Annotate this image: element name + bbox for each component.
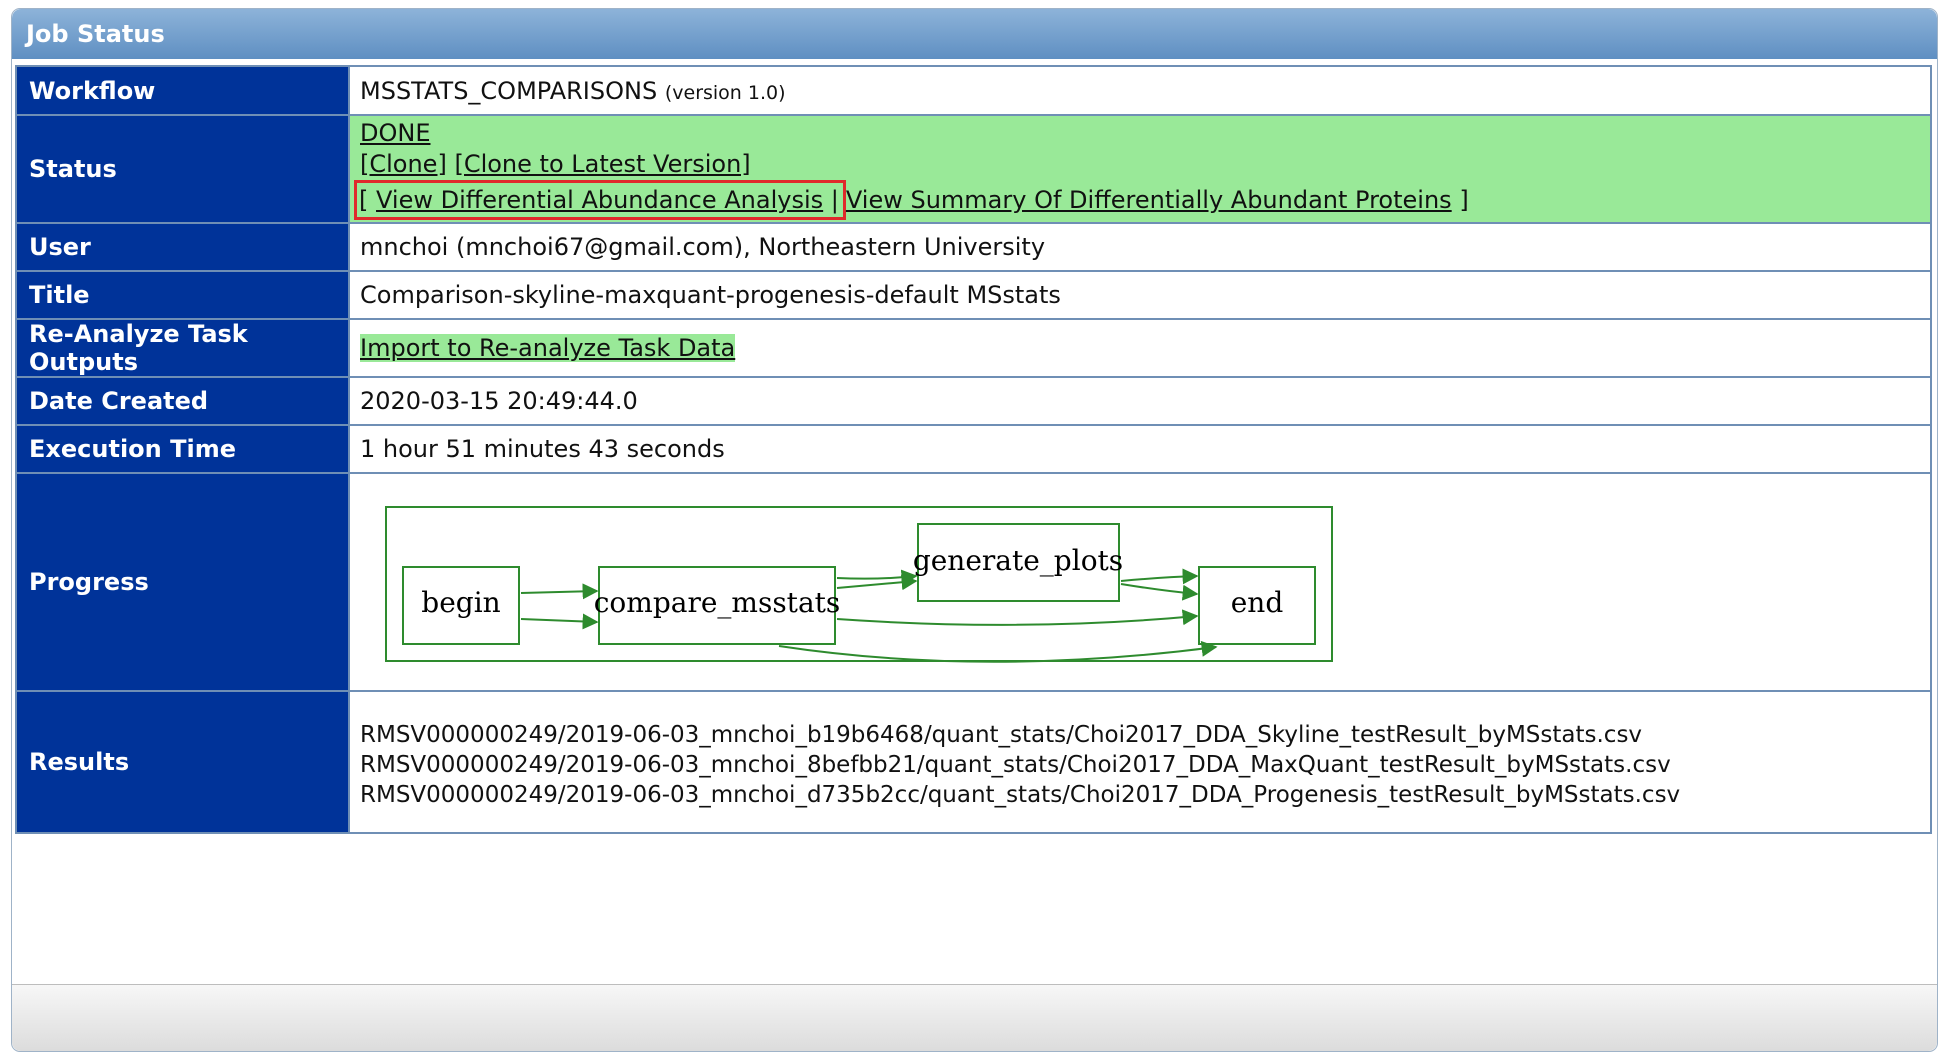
result-file: RMSV000000249/2019-06-03_mnchoi_d735b2cc…	[360, 782, 1681, 808]
panel-footer	[12, 984, 1937, 1051]
graph-frame	[385, 506, 1333, 662]
status-label: Status	[15, 114, 350, 224]
view-summary-proteins-link[interactable]: View Summary Of Differentially Abundant …	[845, 186, 1452, 214]
title-label: Title	[15, 270, 350, 320]
node-end[interactable]: end	[1198, 566, 1316, 645]
node-plots-label: generate_plots	[913, 544, 1123, 577]
node-begin[interactable]: begin	[402, 566, 520, 645]
status-value: DONE [Clone] [Clone to Latest Version] […	[348, 114, 1932, 224]
job-info-table: Workflow MSSTATS_COMPARISONS (version 1.…	[15, 65, 1932, 834]
row-reanalyze: Re-Analyze Task Outputs Import to Re-ana…	[15, 318, 1932, 378]
date-created-label: Date Created	[15, 376, 350, 426]
row-status: Status DONE [Clone] [Clone to Latest Ver…	[15, 114, 1932, 224]
row-execution-time: Execution Time 1 hour 51 minutes 43 seco…	[15, 424, 1932, 474]
row-date-created: Date Created 2020-03-15 20:49:44.0	[15, 376, 1932, 426]
view-differential-abundance-link[interactable]: View Differential Abundance Analysis	[376, 186, 824, 214]
progress-label: Progress	[15, 472, 350, 692]
link-separator: |	[830, 186, 839, 214]
result-file: RMSV000000249/2019-06-03_mnchoi_8befbb21…	[360, 752, 1671, 778]
bracket-open: [	[359, 186, 369, 214]
graph-edges	[520, 568, 1218, 663]
bracket-close: ]	[1459, 186, 1469, 214]
node-generate-plots[interactable]: generate_plots	[913, 523, 1123, 602]
import-reanalyze-link[interactable]: Import to Re-analyze Task Data	[360, 334, 736, 362]
row-title: Title Comparison-skyline-maxquant-progen…	[15, 270, 1932, 320]
node-begin-label: begin	[421, 586, 500, 619]
workflow-label: Workflow	[15, 65, 350, 116]
clone-link[interactable]: [Clone]	[360, 150, 447, 178]
workflow-value: MSSTATS_COMPARISONS (version 1.0)	[348, 65, 1932, 116]
user-label: User	[15, 222, 350, 272]
node-end-label: end	[1231, 586, 1284, 619]
workflow-name: MSSTATS_COMPARISONS	[360, 76, 658, 105]
reanalyze-value: Import to Re-analyze Task Data	[348, 318, 1932, 378]
title-value: Comparison-skyline-maxquant-progenesis-d…	[348, 270, 1932, 320]
row-results: Results RMSV000000249/2019-06-03_mnchoi_…	[15, 690, 1932, 834]
result-file: RMSV000000249/2019-06-03_mnchoi_b19b6468…	[360, 722, 1643, 748]
job-status-panel: Job Status Workflow MSSTATS_COMPARISONS …	[11, 8, 1938, 1052]
workflow-version: (version 1.0)	[664, 81, 786, 104]
date-created-value: 2020-03-15 20:49:44.0	[348, 376, 1932, 426]
row-progress: Progress begin compare_msst	[15, 472, 1932, 692]
user-value: mnchoi (mnchoi67@gmail.com), Northeaster…	[348, 222, 1932, 272]
clone-latest-link[interactable]: [Clone to Latest Version]	[454, 150, 751, 178]
progress-value: begin compare_msstats generate_plots end	[348, 472, 1932, 692]
results-label: Results	[15, 690, 350, 834]
execution-time-label: Execution Time	[15, 424, 350, 474]
reanalyze-label: Re-Analyze Task Outputs	[15, 318, 350, 378]
node-compare-msstats[interactable]: compare_msstats	[594, 566, 841, 645]
panel-title: Job Status	[12, 9, 1937, 59]
node-compare-label: compare_msstats	[594, 586, 841, 619]
results-value: RMSV000000249/2019-06-03_mnchoi_b19b6468…	[348, 690, 1932, 834]
execution-time-value: 1 hour 51 minutes 43 seconds	[348, 424, 1932, 474]
highlight-box: [ View Differential Abundance Analysis |	[354, 180, 846, 220]
workflow-graph: begin compare_msstats generate_plots end	[385, 506, 1333, 663]
row-workflow: Workflow MSSTATS_COMPARISONS (version 1.…	[15, 65, 1932, 116]
status-done-link[interactable]: DONE	[360, 119, 431, 147]
row-user: User mnchoi (mnchoi67@gmail.com), Northe…	[15, 222, 1932, 272]
